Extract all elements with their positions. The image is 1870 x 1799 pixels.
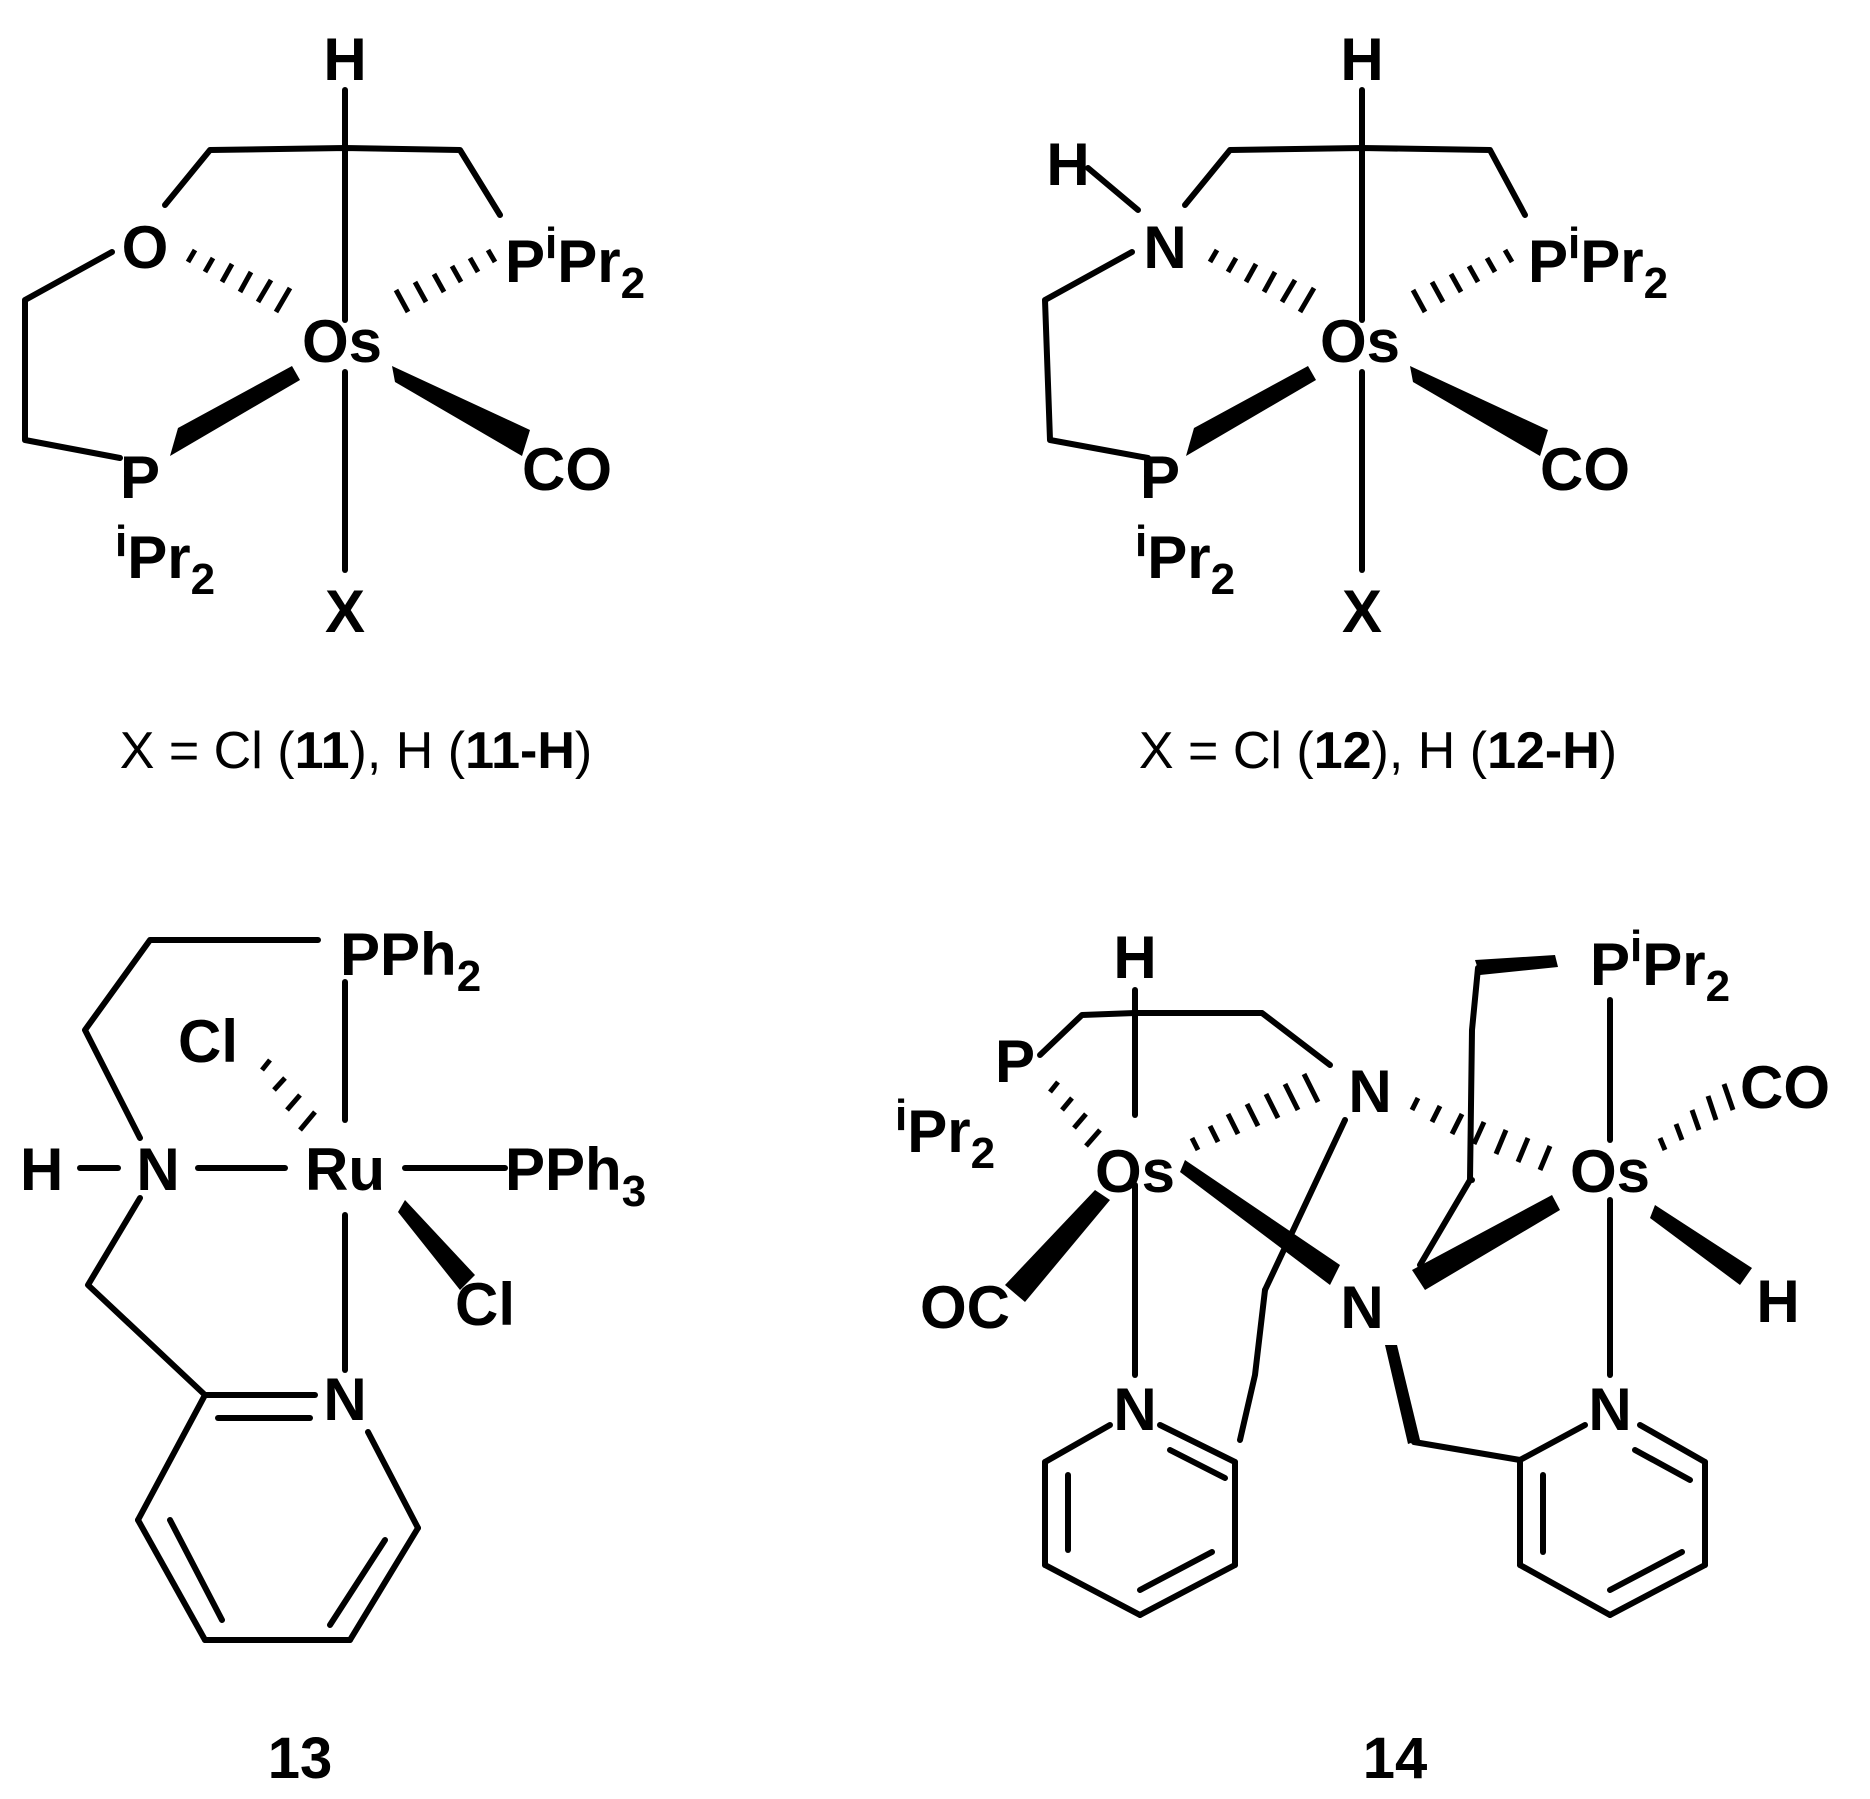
bond bbox=[1037, 1010, 1333, 1068]
hashed-bond bbox=[1657, 1083, 1736, 1151]
bond bbox=[1262, 1117, 1348, 1293]
atom-o: O bbox=[122, 214, 169, 281]
atom-h: H bbox=[1756, 1268, 1799, 1335]
atom-os: Os bbox=[1320, 308, 1400, 375]
bond bbox=[1042, 249, 1151, 461]
wedge-bond bbox=[1475, 955, 1558, 975]
atom-pph3: PPh3 bbox=[505, 1136, 646, 1216]
bond bbox=[1632, 1447, 1693, 1483]
bond bbox=[327, 1537, 388, 1628]
label-14: 14 bbox=[1363, 1726, 1428, 1791]
hashed-bond bbox=[1410, 248, 1515, 314]
atom-ipr2: iPr2 bbox=[895, 1091, 995, 1178]
bond bbox=[1085, 165, 1141, 213]
bond bbox=[1637, 1422, 1708, 1465]
atom-p-ipr2: PiPr2 bbox=[1528, 219, 1668, 308]
wedge-bond bbox=[1412, 1195, 1560, 1290]
bond bbox=[347, 1525, 421, 1643]
atom-h: H bbox=[20, 1136, 63, 1203]
atom-h-n: H bbox=[1046, 131, 1089, 198]
atom-n: N bbox=[1143, 214, 1186, 281]
atom-os: Os bbox=[1570, 1138, 1650, 1205]
bond bbox=[1417, 965, 1481, 1268]
atom-cl: Cl bbox=[455, 1271, 515, 1338]
structure-14: H P iPr2 N Os Os OC N N N PiPr2 CO H 14 bbox=[895, 922, 1830, 1791]
atom-p-ipr2: PiPr2 bbox=[1590, 922, 1730, 1011]
bond bbox=[1167, 1447, 1228, 1481]
wedge-bond bbox=[1180, 1160, 1340, 1285]
hashed-bond bbox=[1048, 1080, 1102, 1148]
atom-co: CO bbox=[522, 436, 612, 503]
bond bbox=[135, 1517, 208, 1643]
label-13: 13 bbox=[268, 1726, 333, 1791]
hashed-bond bbox=[185, 248, 293, 314]
bond bbox=[85, 1195, 208, 1398]
bond bbox=[1237, 1287, 1268, 1443]
wedge-bond bbox=[392, 366, 530, 456]
wedge-bond bbox=[1385, 1345, 1420, 1444]
hashed-bond bbox=[260, 1058, 317, 1132]
bond bbox=[1042, 1422, 1113, 1465]
atom-os: Os bbox=[1095, 1138, 1175, 1205]
bond bbox=[1137, 1562, 1238, 1618]
atom-ipr2: iPr2 bbox=[1135, 517, 1235, 604]
bond bbox=[1182, 145, 1528, 218]
atom-n: N bbox=[1340, 1274, 1383, 1341]
caption-12: X = Cl (12), H (12-H) bbox=[1139, 722, 1617, 780]
bond bbox=[365, 1429, 421, 1531]
atom-os: Os bbox=[302, 308, 382, 375]
bond bbox=[1607, 1562, 1708, 1618]
wedge-bond bbox=[1410, 366, 1548, 456]
bond bbox=[1137, 1549, 1215, 1593]
atom-n-py: N bbox=[323, 1366, 366, 1433]
bond bbox=[1042, 1562, 1143, 1618]
atom-oc: OC bbox=[920, 1274, 1010, 1341]
hashed-bond bbox=[393, 248, 498, 314]
atom-n-py: N bbox=[1113, 1376, 1156, 1443]
atom-pph2: PPh2 bbox=[340, 921, 481, 1001]
atom-x: X bbox=[1342, 578, 1382, 645]
structure-12: H H N Os PiPr2 P iPr2 CO X X = Cl (12), … bbox=[1042, 26, 1668, 780]
atom-co: CO bbox=[1740, 1054, 1830, 1121]
bond bbox=[1411, 1439, 1523, 1463]
structure-11: H O Os PiPr2 P iPr2 CO X X = Cl (11), H … bbox=[22, 26, 645, 780]
atom-cl: Cl bbox=[178, 1008, 238, 1075]
atom-h: H bbox=[1340, 26, 1383, 93]
atom-ru: Ru bbox=[305, 1136, 385, 1203]
atom-ipr2: iPr2 bbox=[115, 517, 215, 604]
atom-n: N bbox=[1348, 1058, 1391, 1125]
bond bbox=[167, 1517, 225, 1623]
bond bbox=[1517, 1422, 1588, 1463]
bond bbox=[82, 937, 321, 1141]
atom-p: P bbox=[995, 1028, 1035, 1095]
atom-h: H bbox=[323, 26, 366, 93]
bond bbox=[1517, 1562, 1613, 1618]
hashed-bond bbox=[1409, 1096, 1553, 1171]
atom-p-ipr2: PiPr2 bbox=[505, 219, 645, 308]
caption-11: X = Cl (11), H (11-H) bbox=[120, 722, 593, 780]
wedge-bond bbox=[398, 1200, 475, 1290]
wedge-bond bbox=[170, 366, 300, 456]
hashed-bond bbox=[1189, 1072, 1321, 1152]
hashed-bond bbox=[1207, 248, 1317, 314]
bond bbox=[1157, 1422, 1238, 1465]
atom-h: H bbox=[1113, 924, 1156, 991]
atom-co: CO bbox=[1540, 436, 1630, 503]
bond bbox=[162, 145, 503, 218]
wedge-bond bbox=[1650, 1205, 1752, 1285]
atom-p: P bbox=[1140, 444, 1180, 511]
atom-p: P bbox=[120, 444, 160, 511]
wedge-bond bbox=[1186, 366, 1316, 456]
bond bbox=[135, 1392, 208, 1523]
atom-x: X bbox=[325, 578, 365, 645]
bond bbox=[1607, 1549, 1685, 1593]
bond bbox=[22, 249, 123, 461]
atom-n-py: N bbox=[1588, 1376, 1631, 1443]
structure-13: PPh2 Cl H N Ru PPh3 Cl N 13 bbox=[20, 921, 646, 1791]
atom-n: N bbox=[136, 1136, 179, 1203]
wedge-bond bbox=[1005, 1190, 1110, 1302]
